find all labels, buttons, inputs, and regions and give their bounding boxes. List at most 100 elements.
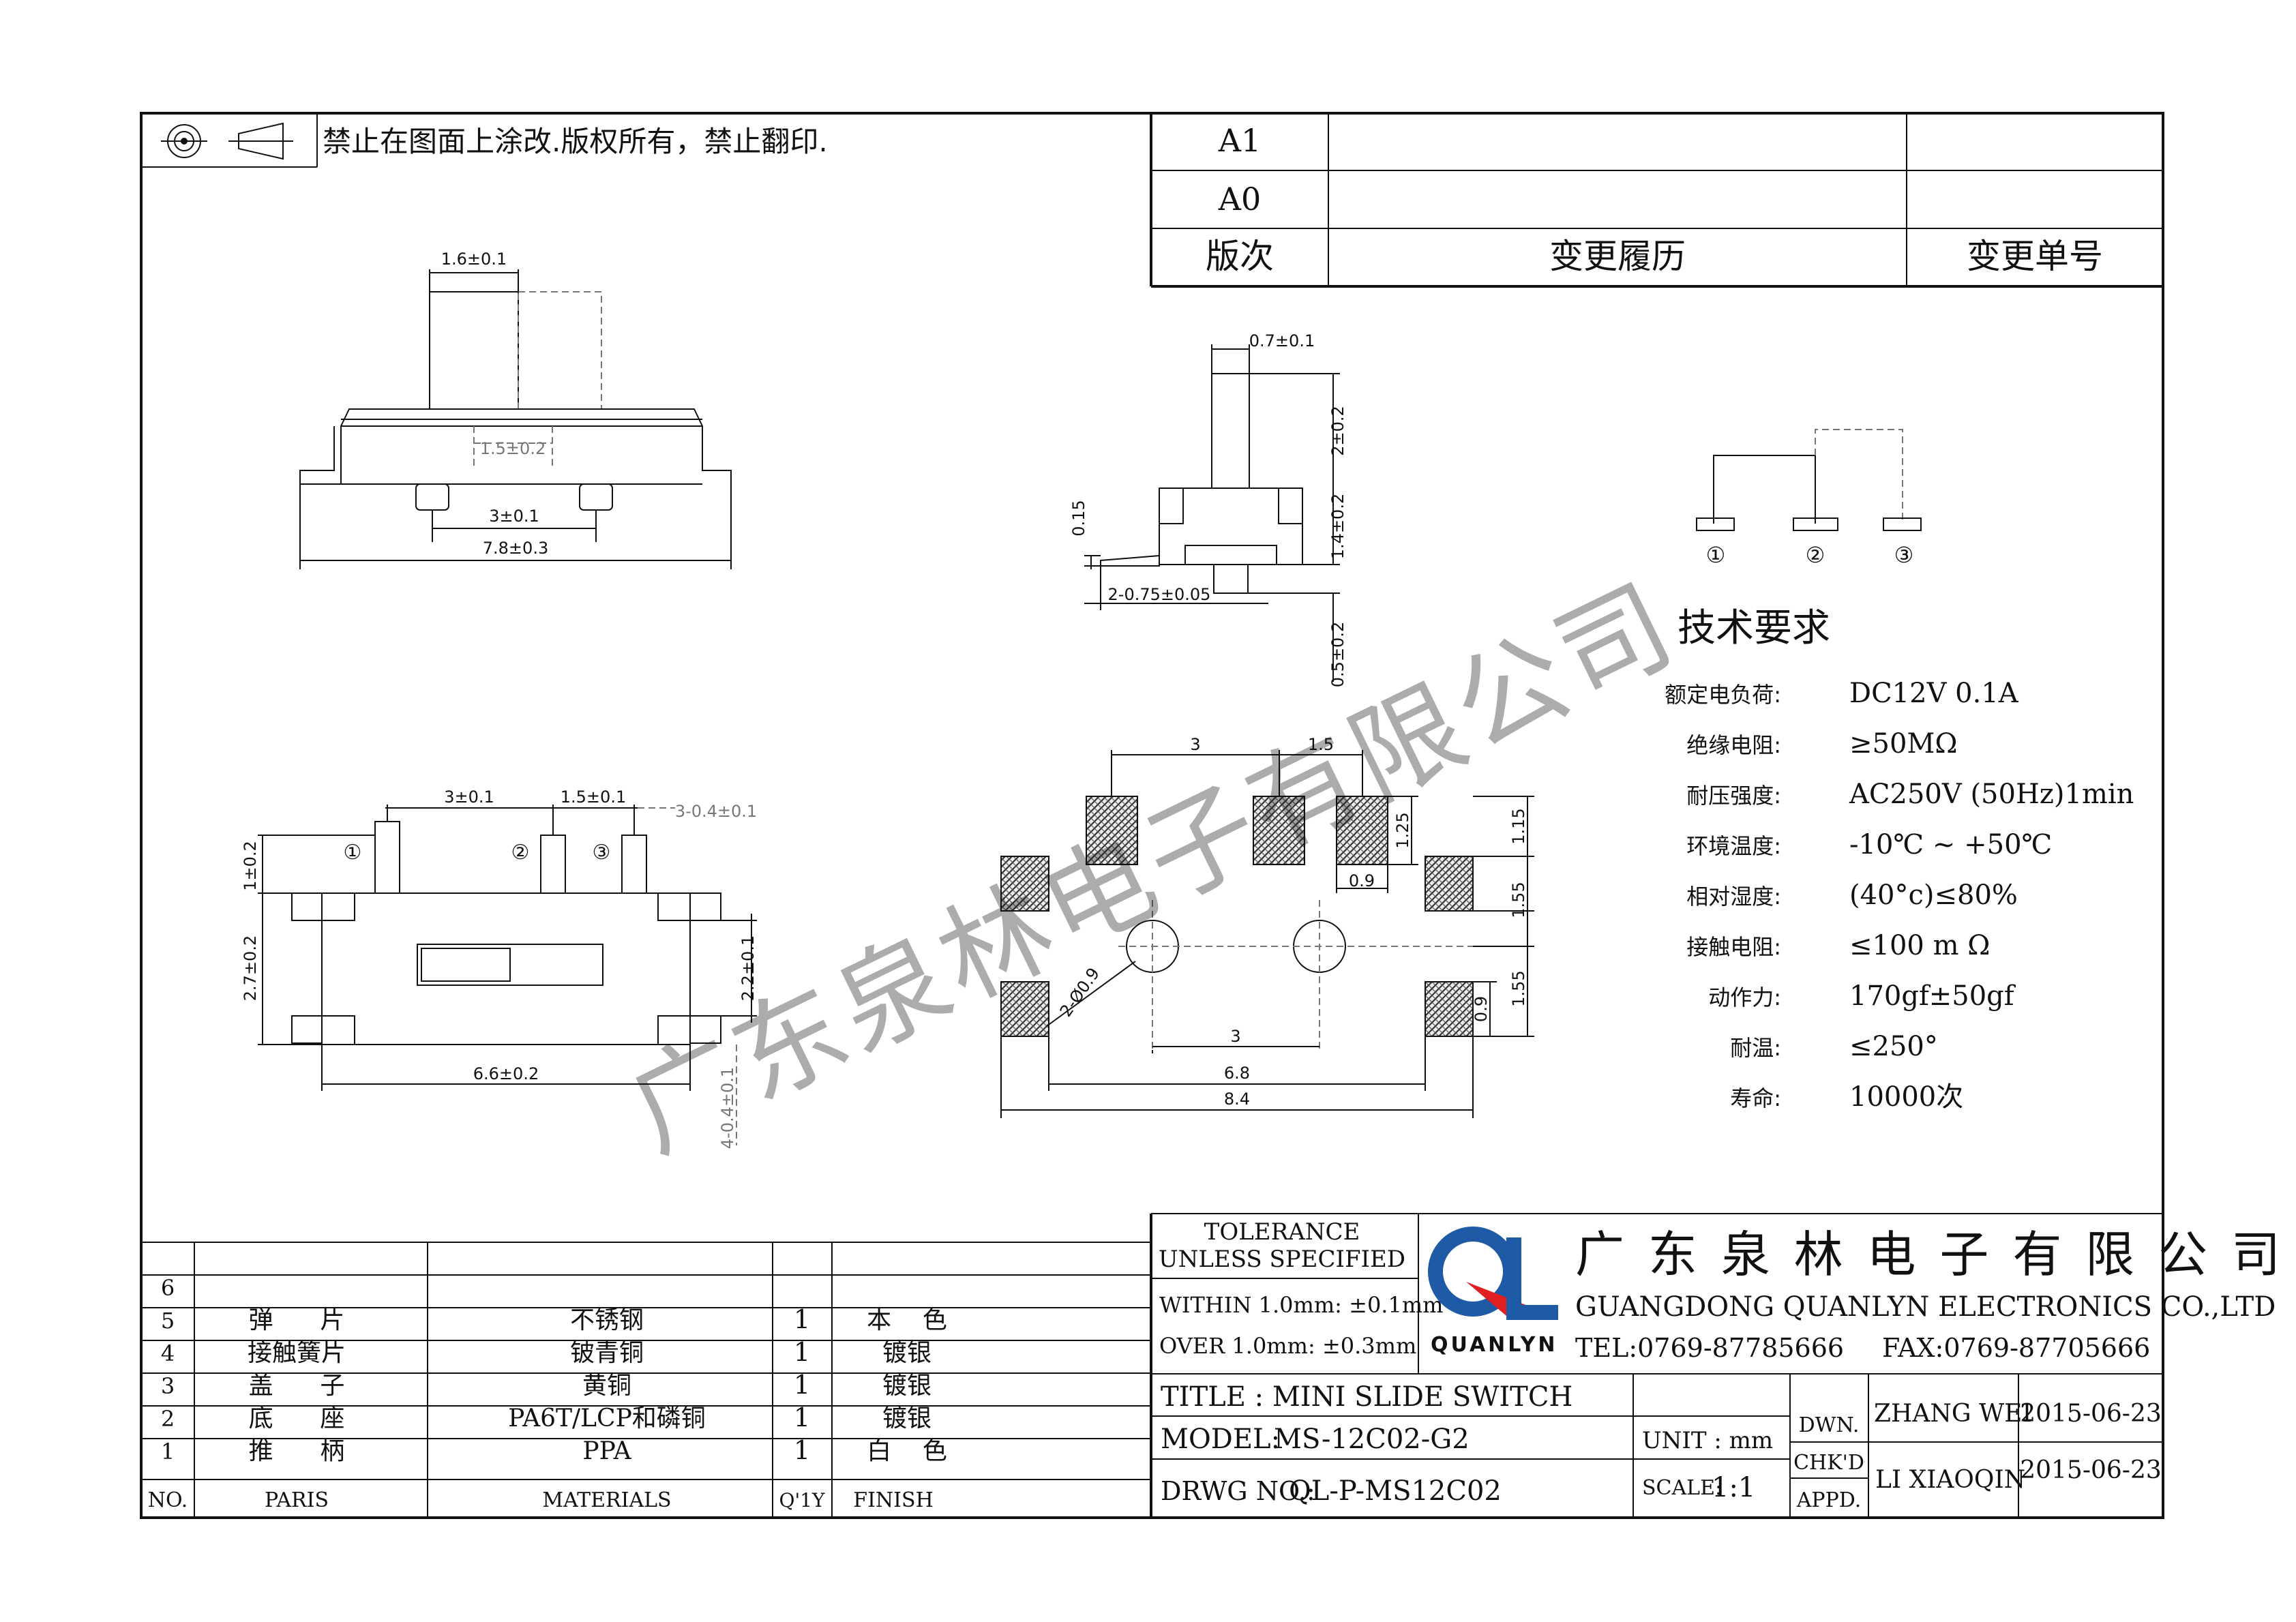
bom-no: 1 — [161, 1439, 175, 1465]
pad-4 — [1000, 856, 1049, 912]
dim-pcb-2: 1.5 — [1308, 735, 1334, 754]
spec-label: 相对湿度: — [1686, 884, 1781, 910]
side-view: 0.7±0.1 2±0.2 1.4±0.2 0.15 2-0.75±0.05 0… — [1069, 331, 1347, 687]
drwg-value: QL-P-MS12C02 — [1289, 1475, 1502, 1507]
date-checked: 2015-06-23 — [2020, 1456, 2162, 1484]
circuit-schematic: ① ② ③ — [1696, 429, 1922, 568]
pad-3 — [1336, 796, 1388, 865]
rev-header: 版次 — [1206, 237, 1274, 276]
dim-pcb-11: 6.8 — [1224, 1064, 1250, 1083]
number-header: 变更单号 — [1967, 237, 2103, 276]
dim-pcb-1: 3 — [1190, 735, 1200, 754]
spec-value: AC250V (50Hz)1min — [1849, 779, 2134, 810]
schematic-pin-1: ① — [1706, 542, 1726, 568]
chkd-label: CHK'D — [1793, 1451, 1864, 1475]
dim-pcb-3: 1.25 — [1393, 812, 1412, 848]
pad-5 — [1425, 856, 1474, 912]
bom-finish: 镀银 — [882, 1339, 931, 1367]
bom-no: 6 — [161, 1275, 175, 1301]
tolerance-l4: OVER 1.0mm: ±0.3mm — [1159, 1333, 1416, 1359]
spec-label: 环境温度: — [1686, 833, 1781, 859]
rev-a0: A0 — [1218, 181, 1262, 217]
spec-label: 寿命: — [1730, 1085, 1781, 1111]
spec-value: ≤100 m Ω — [1849, 930, 1990, 961]
spec-value: (40°c)≤80% — [1849, 880, 2018, 911]
pad-6 — [1000, 981, 1049, 1037]
history-header: 变更履历 — [1549, 237, 1686, 276]
top-view: 1.6±0.1 1.5±0.2 3±0.1 7.8±0.3 — [299, 250, 732, 569]
revision-table: A1 A0 版次 变更履历 变更单号 — [1150, 113, 2163, 288]
spec-value: -10℃ ~ +50℃ — [1849, 829, 2052, 860]
bom-header-finish: FINISH — [853, 1488, 933, 1512]
spec-label: 耐压强度: — [1686, 783, 1781, 809]
dim-pcb-9: 1.55 — [1509, 970, 1528, 1006]
spec-value: 10000次 — [1849, 1081, 1963, 1113]
checker: LI XIAOQIN — [1875, 1466, 2025, 1494]
tolerance-l3: WITHIN 1.0mm: ±0.1mm — [1159, 1292, 1444, 1318]
bom-finish: 镀银 — [882, 1372, 931, 1400]
bom-no: 2 — [161, 1406, 175, 1432]
tolerance-l1: TOLERANCE — [1204, 1218, 1360, 1246]
dim-top-4: 7.8±0.3 — [483, 539, 548, 558]
dim-top-2: 1.5±0.2 — [480, 439, 546, 458]
bom-finish: 白 色 — [867, 1437, 947, 1465]
dim-front-5: 2.7±0.2 — [241, 935, 260, 1001]
pad-1 — [1086, 796, 1138, 865]
dim-front-4: 1±0.2 — [241, 841, 260, 891]
designer: ZHANG WEI — [1874, 1400, 2032, 1428]
dim-side-4: 0.15 — [1069, 500, 1088, 536]
dim-pcb-5: 0.9 — [1349, 871, 1375, 890]
dim-front-8: 4-0.4±0.1 — [718, 1067, 737, 1149]
bom-no: 5 — [161, 1308, 175, 1334]
bom-part: 盖 子 — [249, 1372, 345, 1400]
spec-value: ≥50MΩ — [1849, 728, 1958, 760]
drwg-label: DRWG NO.: — [1161, 1476, 1315, 1506]
front-pin-1-label: ① — [344, 841, 362, 865]
date-designed: 2015-06-23 — [2020, 1400, 2162, 1428]
spec-label: 接触电阻: — [1686, 934, 1781, 960]
model-label: MODEL: — [1161, 1424, 1280, 1455]
title-text: TITLE : MINI SLIDE SWITCH — [1161, 1381, 1572, 1413]
spec-label: 动作力: — [1708, 985, 1781, 1010]
dim-front-7: 6.6±0.2 — [473, 1064, 539, 1083]
dim-side-5: 2-0.75±0.05 — [1108, 585, 1211, 604]
dim-front-1: 3±0.1 — [444, 787, 494, 807]
scale-label: SCALE: — [1642, 1476, 1722, 1500]
dim-side-1: 0.7±0.1 — [1249, 331, 1315, 350]
bom-finish: 镀银 — [882, 1405, 931, 1432]
front-view: ① ② ③ 3±0.1 1.5±0.1 3-0.4±0.1 1±0.2 2.7±… — [241, 787, 758, 1149]
bom-no: 3 — [161, 1373, 175, 1399]
bom-header-material: MATERIALS — [542, 1488, 671, 1512]
dim-side-2: 2±0.2 — [1328, 406, 1347, 456]
dim-front-3: 3-0.4±0.1 — [675, 802, 757, 821]
spec-label: 耐温: — [1730, 1035, 1781, 1061]
dim-top-1: 1.6±0.1 — [441, 250, 507, 269]
dim-pcb-6: 1.55 — [1509, 882, 1528, 918]
pad-2 — [1253, 796, 1305, 865]
bom-qty: 1 — [794, 1337, 810, 1367]
bom-qty: 1 — [794, 1304, 810, 1334]
bom-material: PPA — [582, 1437, 631, 1465]
spec-label: 额定电负荷: — [1665, 682, 1781, 708]
bom-header-no: NO. — [148, 1488, 188, 1512]
front-pin-3-label: ③ — [593, 841, 611, 865]
spec-label: 绝缘电阻: — [1686, 732, 1781, 758]
pad-7 — [1425, 981, 1474, 1037]
bom-part: 底 座 — [249, 1405, 345, 1432]
bom-no: 4 — [161, 1340, 175, 1366]
bom-material: PA6T/LCP和磷铜 — [508, 1405, 706, 1432]
bom-qty: 1 — [794, 1370, 810, 1400]
technical-requirements: 技术要求 额定电负荷:DC12V 0.1A绝缘电阻:≥50MΩ耐压强度:AC25… — [1665, 606, 2134, 1113]
rev-a1: A1 — [1218, 122, 1262, 159]
bom-header-qty: Q'1Y — [779, 1489, 825, 1512]
spec-title: 技术要求 — [1678, 606, 1830, 650]
company-fax: FAX:0769-87705666 — [1882, 1333, 2150, 1363]
dim-pcb-12: 8.4 — [1224, 1090, 1250, 1109]
bom-qty: 1 — [794, 1435, 810, 1465]
company-name-en: GUANGDONG QUANLYN ELECTRONICS CO.,LTD — [1575, 1291, 2276, 1323]
dim-top-3: 3±0.1 — [489, 507, 539, 526]
bom-part: 接触簧片 — [248, 1339, 346, 1367]
appd-label: APPD. — [1796, 1488, 1862, 1512]
bom-material: 铍青铜 — [570, 1339, 644, 1367]
